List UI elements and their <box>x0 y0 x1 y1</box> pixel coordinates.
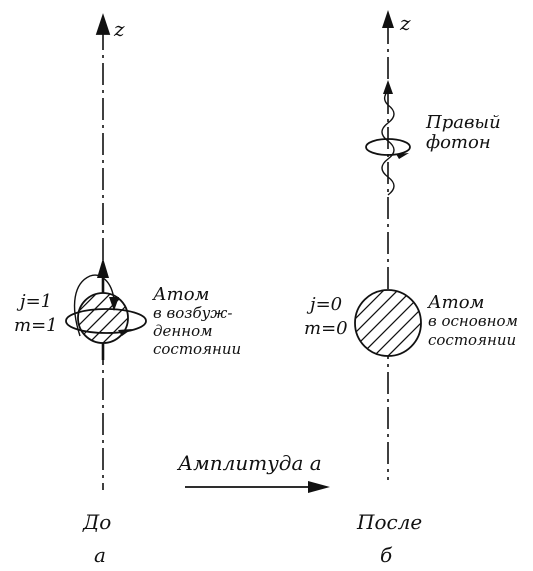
left-state-line-4: состоянии <box>153 340 241 358</box>
left-letter: а <box>94 543 106 567</box>
left-panel: z j=1 m=1 Атом в возбуж- <box>14 16 241 567</box>
right-j-label: j=0 <box>306 294 342 315</box>
photon-label-line-2: фотон <box>426 132 491 153</box>
right-state-line-3: состоянии <box>428 331 516 349</box>
left-z-axis-arrowhead <box>97 16 109 34</box>
transition-arrowhead <box>308 481 330 493</box>
right-z-axis-arrowhead <box>382 10 394 28</box>
photon-label-line-1: Правый <box>425 112 501 133</box>
right-caption: После <box>356 510 422 534</box>
left-caption: До <box>82 510 111 534</box>
transition-arrow-group: Амплитуда a <box>176 451 330 493</box>
right-state-line-2: в основном <box>428 312 518 330</box>
photon-helicity-arrowhead <box>396 153 409 159</box>
right-z-axis-label: z <box>399 11 411 35</box>
right-letter: б <box>380 543 393 567</box>
right-state-line-1: Атом <box>426 292 484 313</box>
photon-arrowhead <box>383 80 393 94</box>
left-state-line-3: денном <box>153 322 213 340</box>
left-z-axis-label: z <box>113 17 125 41</box>
left-state-line-2: в возбуж- <box>153 304 232 322</box>
left-m-label: m=1 <box>14 315 58 336</box>
left-state-line-1: Атом <box>151 284 209 305</box>
right-panel: z Правый фотон j=0 m=0 <box>304 10 518 567</box>
amplitude-label: Амплитуда a <box>176 451 322 475</box>
right-m-label: m=0 <box>304 318 348 339</box>
left-j-label: j=1 <box>16 291 52 312</box>
